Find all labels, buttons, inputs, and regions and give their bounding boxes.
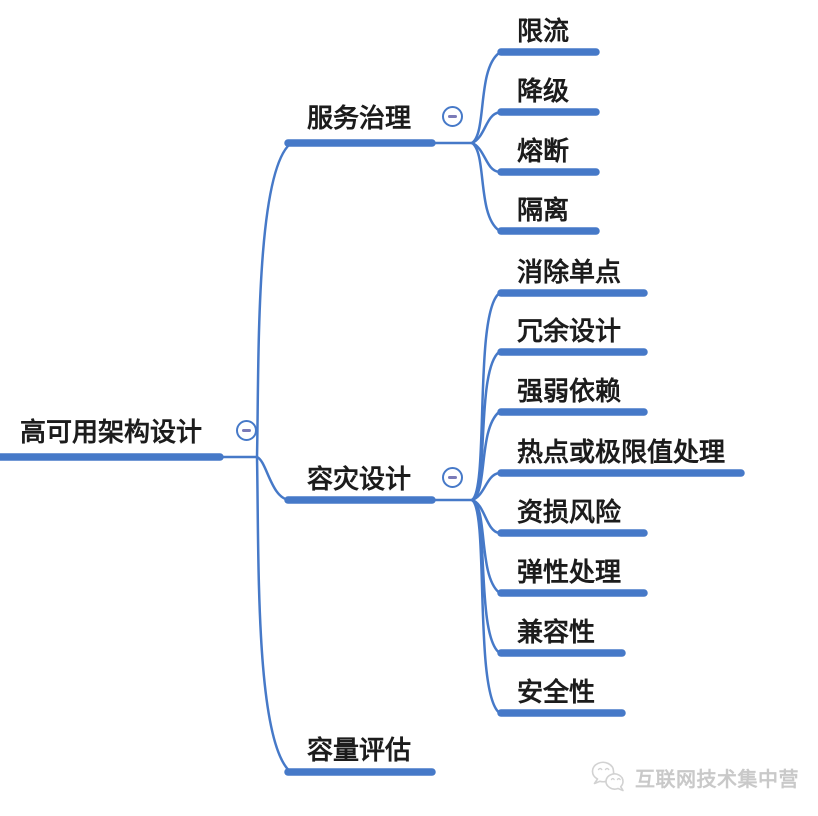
curve-to-elastic xyxy=(470,498,501,594)
curve-to-dependency xyxy=(470,410,501,502)
curve-to-isolation xyxy=(470,141,501,232)
curve-to-redundancy xyxy=(470,350,501,502)
node-rate-limit[interactable]: 限流 xyxy=(517,16,570,46)
watermark: 互联网技术集中营 xyxy=(588,757,799,797)
node-degrade[interactable]: 降级 xyxy=(517,76,570,106)
curve-to-security xyxy=(470,498,501,714)
curve-to-compatibility xyxy=(470,498,501,654)
minus-icon xyxy=(242,429,251,432)
node-service-governance[interactable]: 服务治理 xyxy=(307,103,412,133)
wechat-chat-bubbles-icon xyxy=(591,761,624,792)
node-capacity-eval[interactable]: 容量评估 xyxy=(307,735,412,765)
node-capital-risk[interactable]: 资损风险 xyxy=(517,497,622,527)
node-disaster-design[interactable]: 容灾设计 xyxy=(307,464,412,494)
collapse-button-service-governance[interactable] xyxy=(442,106,463,127)
minus-icon xyxy=(448,476,457,479)
branch-connector-curves xyxy=(218,51,501,773)
node-compatibility[interactable]: 兼容性 xyxy=(517,617,596,647)
node-security[interactable]: 安全性 xyxy=(517,677,596,707)
node-root[interactable]: 高可用架构设计 xyxy=(20,417,203,447)
watermark-text: 互联网技术集中营 xyxy=(635,768,799,791)
curve-to-degrade xyxy=(470,111,501,145)
curve-to-rate-limit xyxy=(470,51,501,145)
node-single-point[interactable]: 消除单点 xyxy=(517,257,622,287)
node-isolation[interactable]: 隔离 xyxy=(517,195,570,225)
node-hotspot[interactable]: 热点或极限值处理 xyxy=(517,437,726,467)
minus-icon xyxy=(448,115,457,118)
node-circuit-break[interactable]: 熔断 xyxy=(517,136,570,166)
node-dependency[interactable]: 强弱依赖 xyxy=(517,376,622,406)
curve-to-hotspot xyxy=(470,471,501,502)
collapse-button-root[interactable] xyxy=(236,420,257,441)
node-elastic[interactable]: 弹性处理 xyxy=(517,557,622,587)
trunk-to-capacity-eval xyxy=(255,455,292,773)
collapse-button-disaster-design[interactable] xyxy=(442,467,463,488)
node-underline-bars xyxy=(0,48,745,776)
trunk-to-disaster-design xyxy=(255,455,292,502)
trunk-to-service-governance xyxy=(255,142,292,459)
node-redundancy[interactable]: 冗余设计 xyxy=(517,316,622,346)
